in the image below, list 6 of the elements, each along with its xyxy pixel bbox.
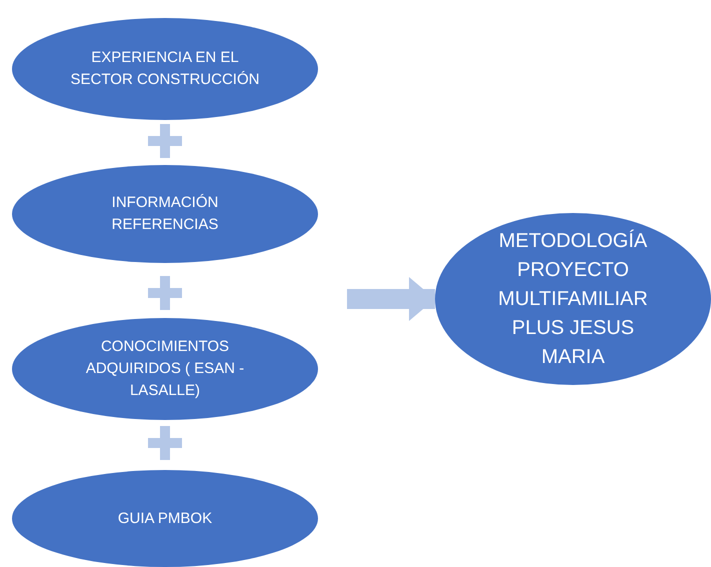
node-text: METODOLOGÍA PROYECTO MULTIFAMILIAR PLUS JESUS MARIA — [497, 228, 649, 370]
node-text: GUIA PMBOK — [118, 508, 212, 529]
node-text: CONOCIMIENTOS ADQUIRIDOS ( ESAN - LASALLE) — [84, 337, 246, 401]
arrow — [347, 277, 435, 321]
node-text: INFORMACIÓN REFERENCIAS — [110, 193, 220, 235]
node-text: EXPERIENCIA EN EL SECTOR CONSTRUCCIÓN — [70, 48, 260, 90]
